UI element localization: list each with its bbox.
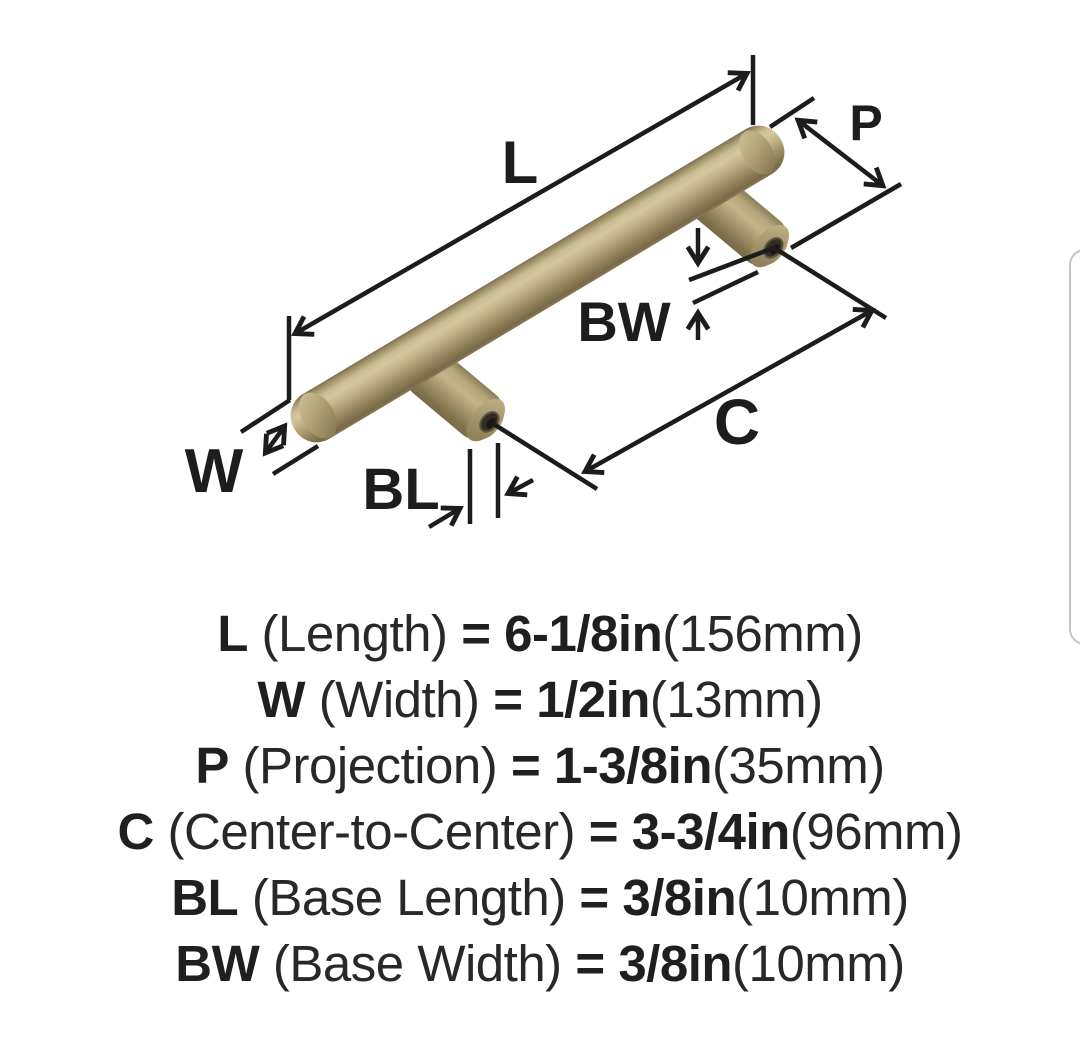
spec-equals: =	[588, 803, 619, 860]
spec-symbol: W	[257, 671, 306, 728]
dim-length-arrow	[291, 70, 751, 337]
spec-value-in: 6-1/8in	[504, 605, 663, 662]
spec-equals: =	[493, 671, 523, 728]
spec-value-in: 3/8in	[618, 935, 733, 992]
spec-symbol: L	[217, 605, 248, 662]
spec-value-in: 3/8in	[622, 869, 737, 926]
spec-symbol: BL	[171, 869, 239, 926]
dim-projection-bottom-tick	[789, 182, 903, 250]
spec-line-projection: P (Projection) = 1-3/8in(35mm)	[0, 733, 1080, 799]
bar-left-cap	[299, 392, 337, 439]
next-image-card-edge[interactable]	[1069, 249, 1080, 645]
spec-line-center-to-center: C (Center-to-Center) = 3-3/4in(96mm)	[0, 799, 1080, 865]
label-center-to-center: C	[714, 386, 760, 458]
dim-projection-top-tick	[768, 96, 816, 129]
dim-center-right-extension	[774, 247, 888, 320]
spec-line-width: W (Width) = 1/2in(13mm)	[0, 667, 1080, 733]
spec-name: (Length)	[261, 605, 448, 662]
spec-equals: =	[510, 737, 541, 794]
spec-symbol: BW	[175, 935, 260, 992]
label-base-width: BW	[577, 290, 670, 353]
spec-symbol: C	[117, 803, 154, 860]
spec-line-base-width: BW (Base Width) = 3/8in(10mm)	[0, 931, 1080, 997]
dim-base-width-upper-tick	[688, 244, 777, 283]
dim-projection	[768, 96, 903, 250]
spec-value-in: 1-3/8in	[553, 737, 713, 794]
dim-width-lower-tick	[271, 444, 320, 476]
label-projection: P	[849, 95, 882, 151]
dim-width	[239, 398, 320, 476]
spec-value-mm: (156mm)	[662, 605, 863, 662]
spec-name: (Projection)	[242, 737, 498, 794]
spec-equals: =	[575, 935, 605, 992]
dimension-spec-list: L (Length) = 6-1/8in(156mm) W (Width) = …	[0, 601, 1080, 997]
dim-base-width-lower-tick	[692, 269, 759, 306]
spec-value-in: 1/2in	[536, 671, 650, 728]
dim-base-length	[427, 443, 535, 529]
dim-width-arrow	[262, 422, 288, 457]
label-base-length: BL	[362, 457, 439, 522]
spec-value-mm: (10mm)	[736, 869, 909, 926]
spec-value-mm: (96mm)	[789, 803, 963, 860]
dim-center-left-extension	[490, 421, 599, 491]
spec-name: (Base Length)	[251, 869, 566, 926]
label-width: W	[185, 437, 244, 506]
dim-center-to-center	[490, 247, 888, 491]
spec-equals: =	[461, 605, 491, 662]
dim-projection-arrow	[794, 117, 887, 189]
spec-line-length: L (Length) = 6-1/8in(156mm)	[0, 601, 1080, 667]
dim-width-upper-tick	[239, 398, 292, 434]
dim-length	[286, 55, 756, 400]
spec-line-base-length: BL (Base Length) = 3/8in(10mm)	[0, 865, 1080, 931]
dimension-diagram: L P BW C BL	[185, 55, 903, 529]
dim-base-length-left-arrow	[427, 505, 464, 529]
dim-center-arrow	[581, 307, 876, 475]
spec-name: (Width)	[318, 671, 480, 728]
spec-value-mm: (10mm)	[732, 935, 905, 992]
spec-value-in: 3-3/4in	[631, 803, 791, 860]
spec-symbol: P	[195, 737, 229, 794]
spec-value-mm: (35mm)	[712, 737, 885, 794]
dim-base-length-right-arrow	[504, 475, 535, 498]
spec-name: (Center-to-Center)	[167, 803, 576, 860]
spec-name: (Base Width)	[272, 935, 562, 992]
label-length: L	[502, 129, 539, 196]
spec-value-mm: (13mm)	[649, 671, 823, 728]
spec-equals: =	[579, 869, 609, 926]
